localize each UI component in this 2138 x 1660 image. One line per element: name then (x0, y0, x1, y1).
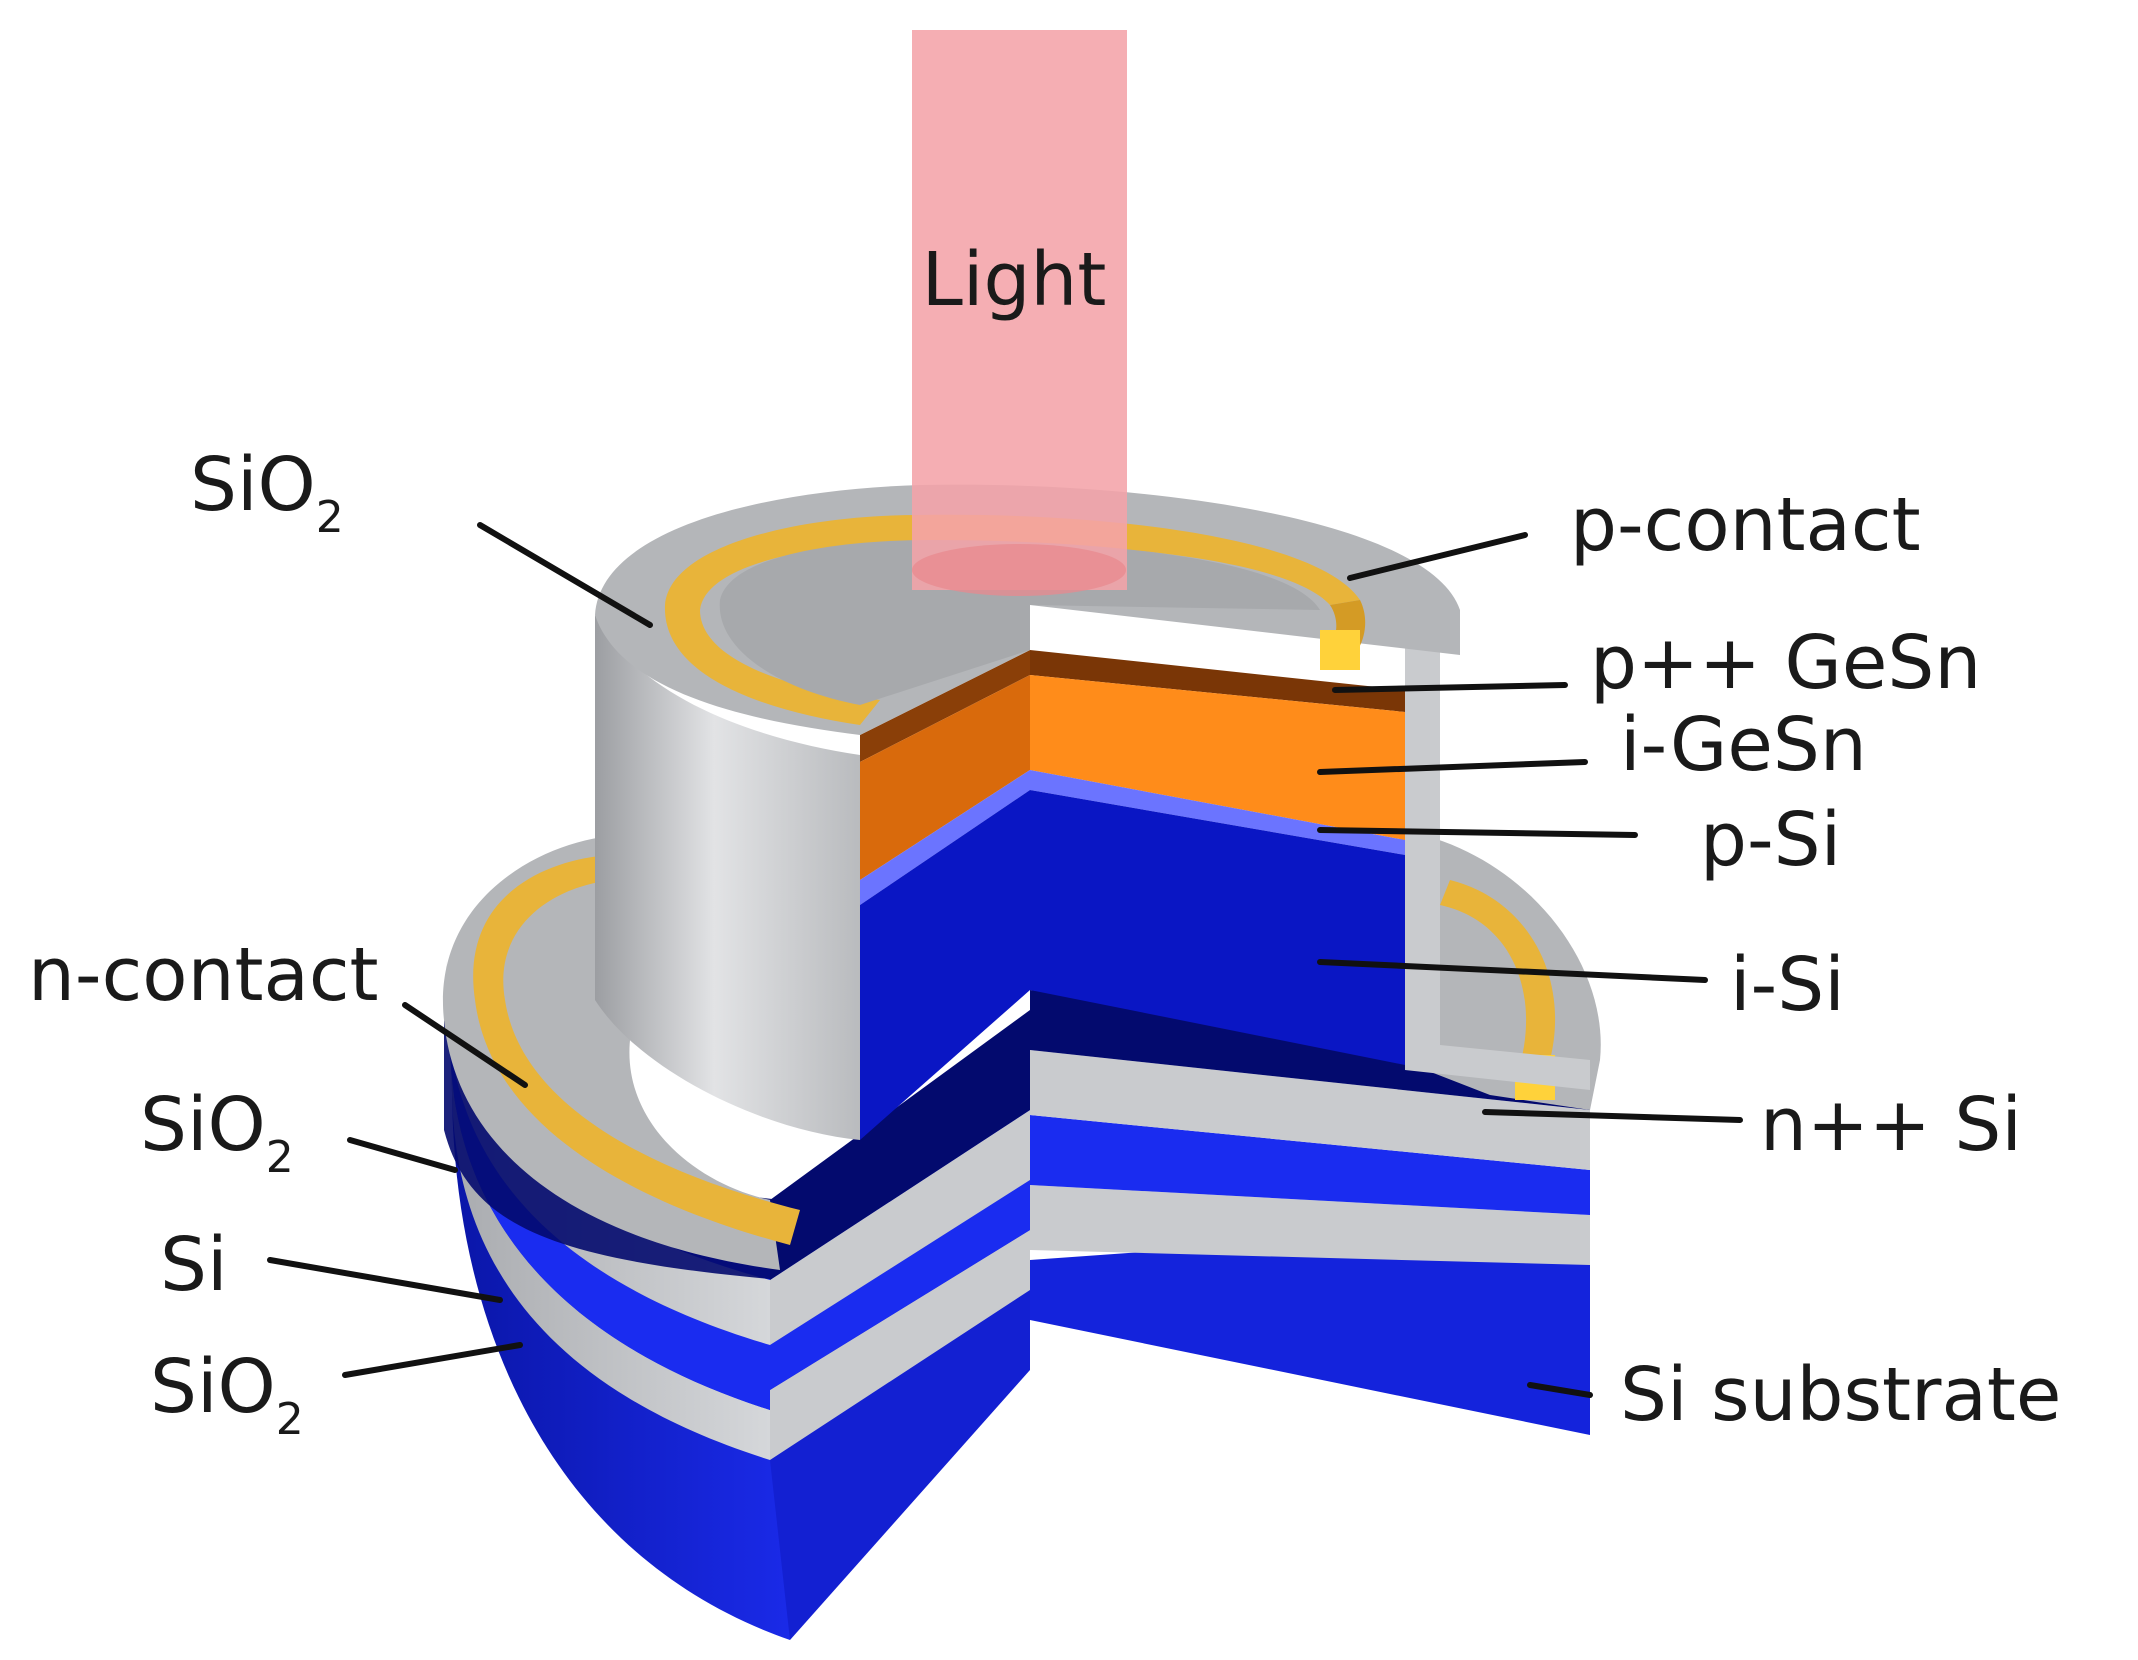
i-si-face-right (1030, 790, 1405, 1065)
leader-si (267, 1257, 503, 1303)
labels-left: SiO2 n-contact SiO2 Si SiO2 (28, 442, 379, 1445)
leader-p-si (1317, 827, 1638, 838)
label-n-si: n++ Si (1760, 1082, 2022, 1168)
label-si: Si (160, 1222, 228, 1308)
i-gesn-face-right (1030, 675, 1405, 840)
leader-i-si (1317, 959, 1708, 983)
mesa-sidewall (595, 615, 860, 1140)
i-gesn-face-left (860, 675, 1030, 880)
light-label: Light (922, 237, 1107, 323)
i-si-face-left (860, 790, 1030, 1140)
n-contact-arc-left (473, 855, 800, 1245)
p-si-face-right (1030, 770, 1405, 855)
p-si-face-left (860, 770, 1030, 905)
mesa-inner-top (719, 540, 1320, 705)
oxide-front-left-2 (770, 1110, 1030, 1345)
light-beam: Light (912, 30, 1127, 596)
n-si-front-left (770, 1010, 1030, 1280)
light-spot (912, 544, 1126, 596)
oxide-front-right-1 (1030, 1185, 1590, 1265)
leader-p-contact (1347, 532, 1528, 581)
oxide-front-right-2 (1030, 1050, 1590, 1170)
leader-n-si (1482, 1109, 1743, 1123)
label-p-si: p-Si (1700, 797, 1841, 883)
oxide-liner-right (1405, 640, 1590, 1090)
label-sio2-bot: SiO2 (150, 1344, 304, 1445)
mesa-cylinder (595, 484, 1590, 1140)
n-contact-arc-right (1440, 880, 1556, 1065)
leader-si-substrate (1527, 1382, 1593, 1398)
label-p-contact: p-contact (1570, 482, 1921, 568)
label-sio2-mid: SiO2 (140, 1082, 294, 1183)
label-p-gesn: p++ GeSn (1590, 620, 1981, 706)
leader-p-gesn (1332, 682, 1568, 693)
p-contact-pad (1320, 630, 1360, 670)
labels-right: p-contact p++ GeSn i-GeSn p-Si i-Si n++ … (1570, 482, 2061, 1438)
label-i-si: i-Si (1730, 942, 1845, 1028)
label-i-gesn: i-GeSn (1620, 702, 1867, 788)
substrate-front-right (1030, 1220, 1590, 1435)
oxide-front-left-1 (770, 1230, 1030, 1460)
si-front-left (770, 1180, 1030, 1390)
n-si-front-right (1030, 990, 1590, 1110)
p-gesn-face-right (1030, 650, 1405, 712)
leader-sio2-mid (347, 1137, 458, 1173)
leader-sio2-bot (342, 1342, 523, 1378)
label-sio2-top: SiO2 (190, 442, 344, 543)
light-beam-column (912, 30, 1127, 590)
leader-sio2-top (477, 522, 653, 628)
p-gesn-face-left (860, 650, 1030, 762)
leader-n-contact (402, 1002, 528, 1088)
oxide-band-curved-1 (450, 1045, 770, 1460)
label-n-contact: n-contact (28, 932, 379, 1018)
base-top-surface (442, 834, 780, 1270)
label-si-substrate: Si substrate (1620, 1352, 2061, 1438)
leader-lines (267, 522, 1743, 1398)
si-front-right (1030, 1115, 1590, 1215)
leader-i-gesn (1317, 759, 1588, 775)
